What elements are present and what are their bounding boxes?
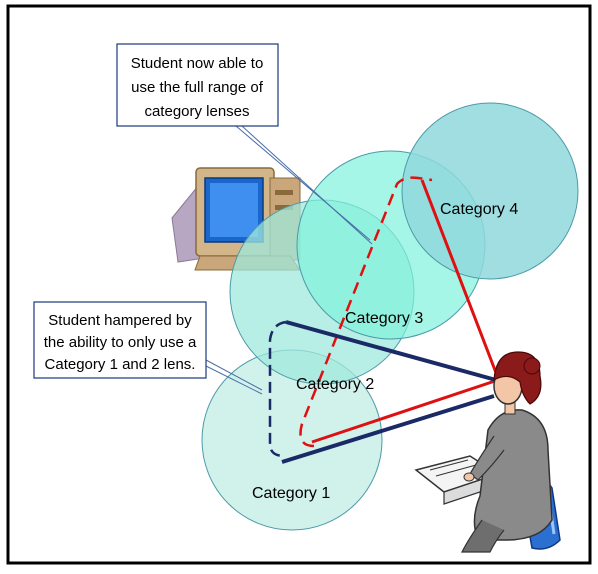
callout-full-range-line-1: Student now able to — [131, 55, 264, 72]
red-sight-line-bottom — [311, 378, 499, 444]
lens-label-category-4: Category 4 — [440, 201, 518, 218]
lens-category-4 — [401, 102, 579, 280]
lens-label-category-1: Category 1 — [252, 485, 330, 502]
full-range-bracket — [299, 176, 433, 448]
callout-full-range-line-3: category lenses — [144, 103, 249, 120]
callout-hampered-line-1: Student hampered by — [48, 312, 192, 329]
red-sight-line-top — [420, 179, 500, 379]
callout-full-range: Student now able to use the full range o… — [116, 43, 373, 245]
lens-label-category-2: Category 2 — [296, 376, 374, 393]
callout-hampered-line-3: Category 1 and 2 lens. — [45, 356, 196, 373]
navy-sight-line-top — [285, 320, 497, 382]
student-at-desk-icon — [414, 351, 561, 553]
callout-hampered-line-2: the ability to only use a — [44, 334, 197, 351]
limited-range-bracket — [268, 320, 287, 458]
callout-hampered: Student hampered by the ability to only … — [33, 301, 263, 395]
lens-label-category-3: Category 3 — [345, 310, 423, 327]
navy-sight-line-bottom — [281, 394, 495, 464]
callout-full-range-line-2: use the full range of — [131, 79, 264, 96]
